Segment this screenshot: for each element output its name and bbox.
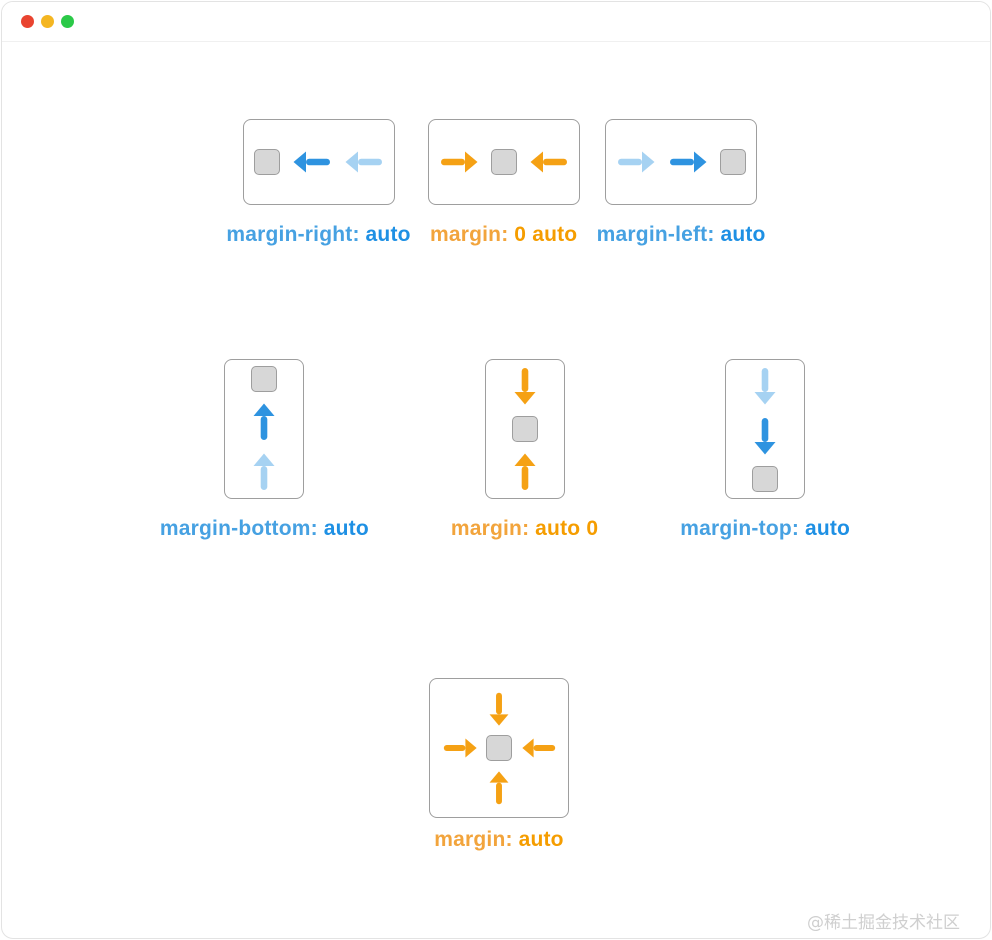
container-box	[429, 678, 569, 818]
container-box	[725, 359, 806, 499]
arrow-left-icon	[530, 151, 567, 173]
title-bar	[2, 2, 990, 42]
arrow-right-icon	[670, 151, 707, 173]
minimize-button[interactable]	[41, 15, 54, 28]
container-box	[242, 119, 395, 205]
arrow-down-icon	[514, 368, 536, 405]
demo-label-value: auto	[365, 223, 411, 246]
arrow-up-icon	[514, 453, 536, 490]
demo-label: margin-bottom:auto	[160, 517, 369, 541]
demo-label-property: margin:	[434, 828, 513, 851]
demo-label-property: margin-top:	[680, 517, 800, 540]
element-square	[486, 735, 512, 761]
container-box	[427, 119, 580, 205]
demo-margin-right-auto: margin-right:auto	[226, 119, 410, 247]
arrow-left-icon	[293, 151, 330, 173]
arrow-up-icon	[253, 403, 275, 440]
demo-label-value: auto	[720, 223, 766, 246]
demo-margin-auto: margin:auto	[429, 678, 569, 852]
traffic-lights	[21, 15, 74, 28]
element-square	[752, 466, 779, 492]
arrow-up-icon	[489, 770, 509, 804]
arrow-down-icon	[489, 692, 509, 726]
demo-margin-bottom-auto: margin-bottom:auto	[160, 359, 369, 541]
demo-label: margin:0 auto	[430, 223, 577, 247]
container-box	[224, 359, 305, 499]
demo-label-property: margin-right:	[226, 223, 360, 246]
demo-label-property: margin:	[450, 517, 530, 540]
demo-margin-0-auto: margin:0 auto	[427, 119, 580, 247]
element-square	[253, 149, 280, 175]
demo-label: margin:auto 0	[451, 517, 598, 541]
close-button[interactable]	[21, 15, 34, 28]
diagram-row: margin:auto	[5, 678, 990, 852]
container-box	[605, 119, 758, 205]
demo-margin-top-auto: margin-top:auto	[680, 359, 850, 541]
demo-margin-auto-0: margin:auto 0	[451, 359, 598, 541]
demo-label-property: margin-left:	[596, 223, 715, 246]
element-square	[720, 149, 747, 175]
demo-label-value: auto 0	[535, 517, 599, 540]
arrow-right-icon	[618, 151, 655, 173]
demo-label-value: auto	[804, 517, 851, 540]
demo-label: margin-left:auto	[597, 223, 766, 247]
arrow-down-icon	[754, 368, 776, 405]
arrow-right-icon	[440, 151, 478, 173]
demo-margin-left-auto: margin-left:auto	[597, 119, 766, 247]
demo-label-value: auto	[323, 517, 369, 540]
element-square	[490, 149, 517, 175]
watermark: @稀土掘金技术社区	[807, 913, 960, 933]
container-box	[484, 359, 565, 499]
arrow-up-icon	[253, 453, 275, 490]
demo-label-value: auto	[518, 828, 564, 851]
arrow-left-icon	[521, 738, 555, 758]
zoom-button[interactable]	[61, 15, 74, 28]
demo-label-value: 0 auto	[514, 223, 578, 246]
arrow-down-icon	[754, 418, 776, 455]
demo-label: margin-right:auto	[226, 223, 410, 247]
arrow-right-icon	[443, 738, 477, 758]
arrow-left-icon	[345, 151, 382, 173]
demo-label: margin:auto	[434, 828, 563, 852]
element-square	[251, 366, 278, 392]
demo-label: margin-top:auto	[680, 517, 850, 541]
demo-label-property: margin-bottom:	[159, 517, 318, 540]
demo-label-property: margin:	[430, 223, 509, 246]
element-square	[511, 416, 538, 442]
